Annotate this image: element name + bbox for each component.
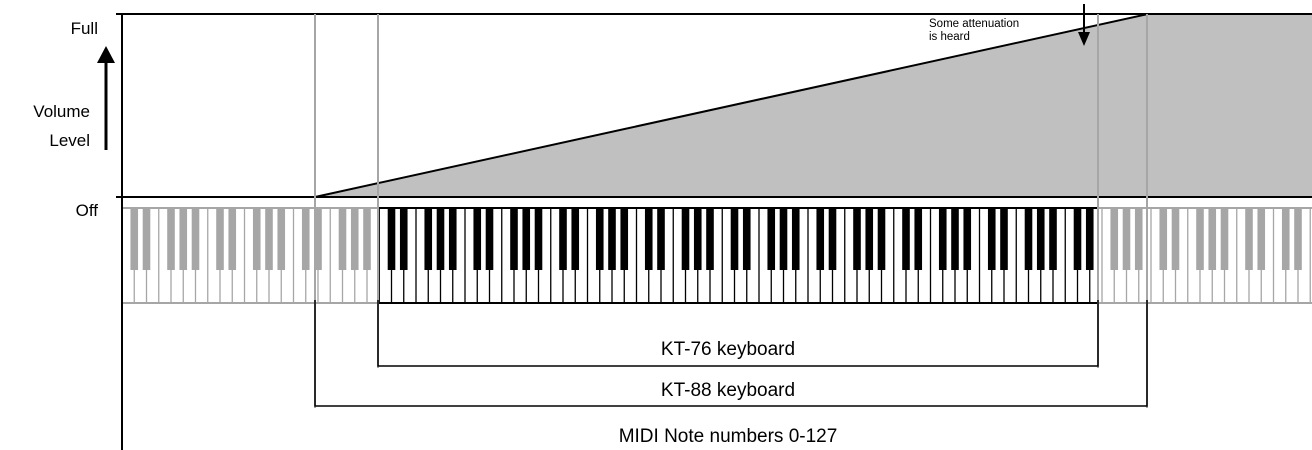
y-axis-title-line1: Volume bbox=[33, 102, 90, 121]
y-axis-off-label: Off bbox=[76, 201, 99, 220]
piano-keyboard bbox=[121, 207, 1312, 304]
attenuation-arrow-icon bbox=[1078, 32, 1090, 46]
kt88-range-bracket bbox=[314, 300, 1148, 407]
volume-ramp-area bbox=[315, 14, 1312, 197]
y-axis-title-line2: Level bbox=[49, 131, 90, 150]
kt76-range-bracket bbox=[377, 300, 1099, 367]
kt76-range-label: KT-76 keyboard bbox=[661, 339, 795, 360]
attenuation-note-line2: is heard bbox=[929, 31, 970, 43]
midi-range-label: MIDI Note numbers 0-127 bbox=[619, 426, 838, 447]
kt88-range-label: KT-88 keyboard bbox=[661, 380, 795, 401]
attenuation-note-line1: Some attenuation bbox=[929, 18, 1019, 30]
volume-up-arrow-icon bbox=[97, 46, 115, 63]
y-axis-full-label: Full bbox=[71, 19, 98, 38]
